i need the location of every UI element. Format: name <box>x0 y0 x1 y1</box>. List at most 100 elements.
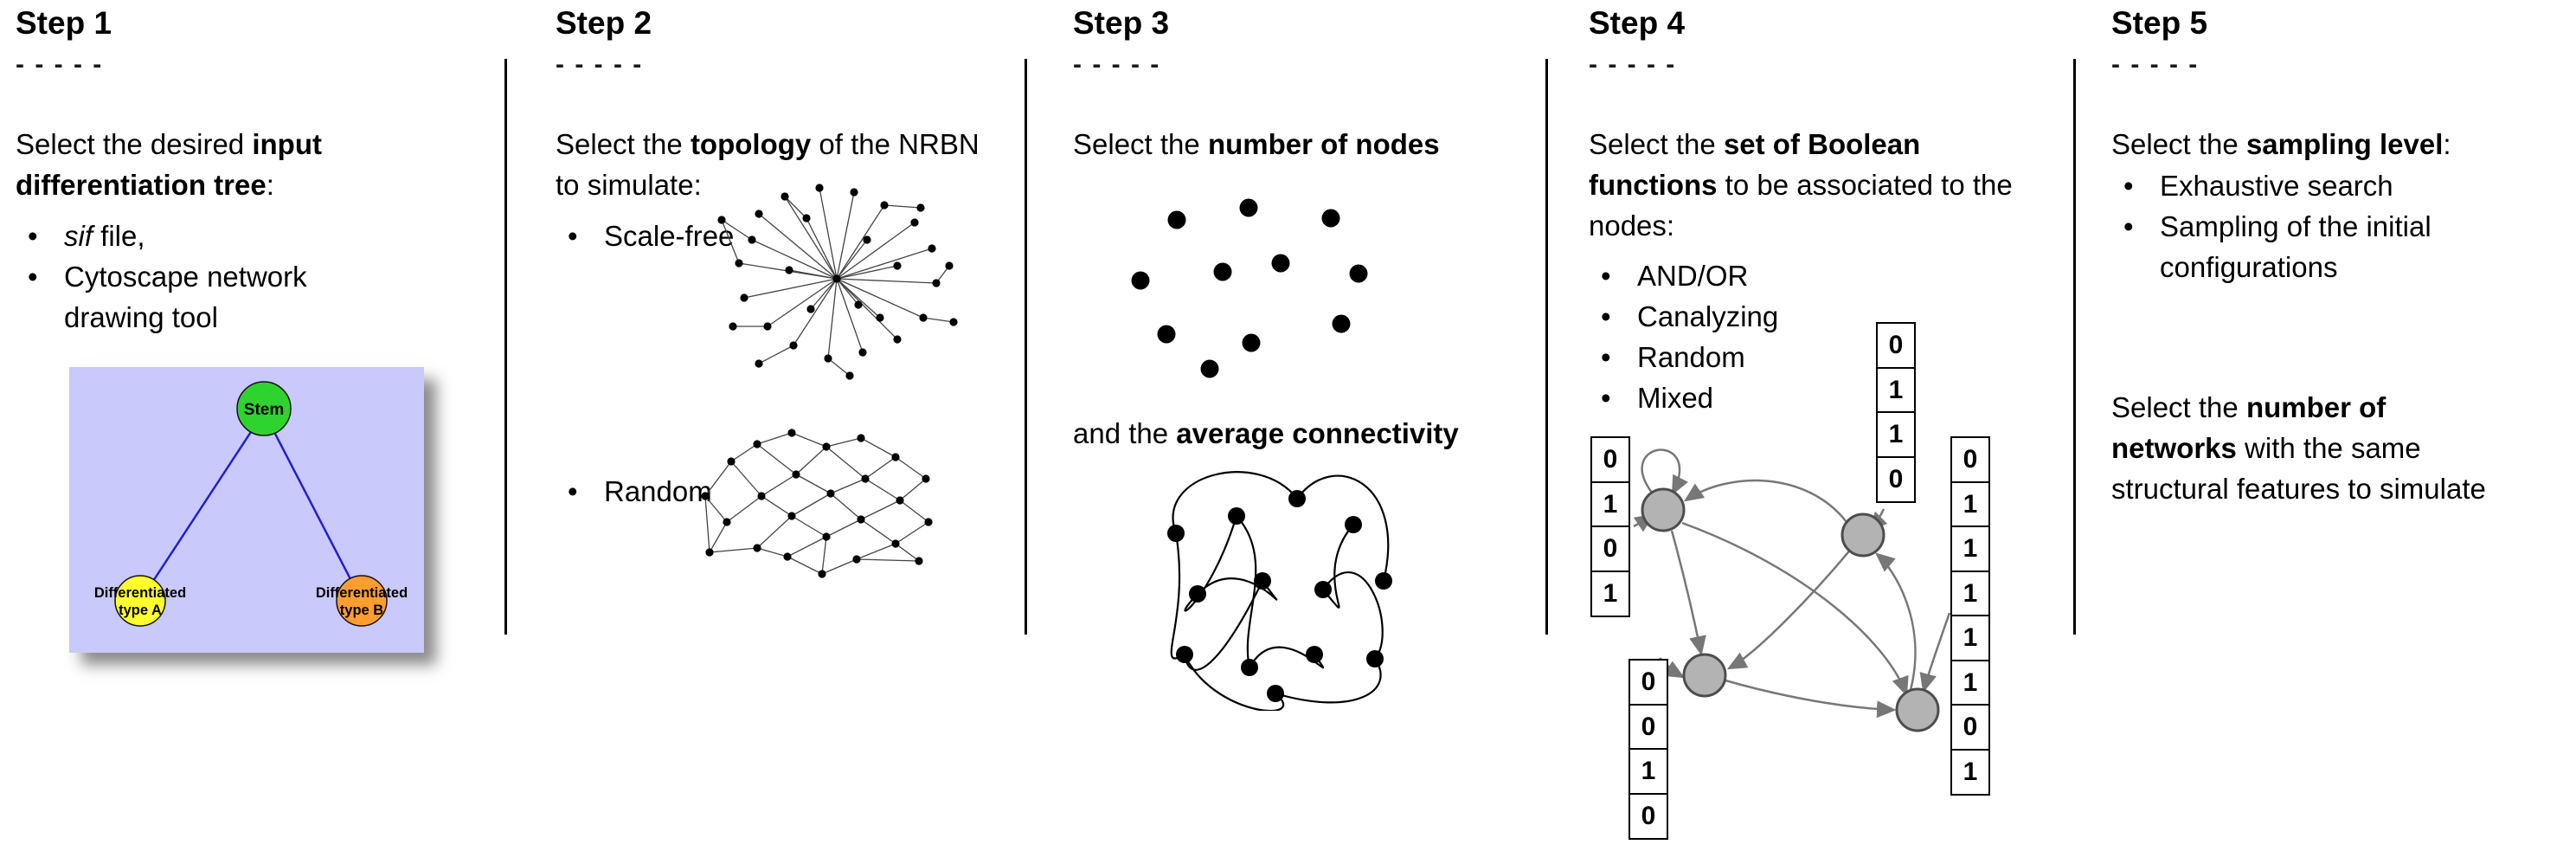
step-3-column: Step 3 - - - - - Select the number of no… <box>1073 0 1536 851</box>
step-2-title: Step 2 <box>556 5 652 41</box>
step-4-bullets: AND/ORCanalyzingRandomMixed <box>1589 256 1935 418</box>
step-2-intro: Select the topology of the NRBN to simul… <box>556 125 988 206</box>
step-5-bullets: Exhaustive searchSampling of the initial… <box>2111 166 2561 288</box>
step-4-column: Step 4 - - - - - Select the set of Boole… <box>1589 0 2065 851</box>
truth-table-cell: 1 <box>1590 570 1630 617</box>
type-b-label-line1: Differentiated <box>316 585 408 601</box>
bullet-sif-file: sif file, <box>16 216 396 257</box>
step-4-intro: Select the set of Boolean functions to b… <box>1589 125 2039 247</box>
type-a-label-line1: Differentiated <box>94 585 186 601</box>
truth-table-cell: 1 <box>1950 748 1990 796</box>
step-5-intro: Select the sampling level: <box>2111 125 2561 165</box>
step-3-intro: Select the number of nodes <box>1073 125 1532 165</box>
sif-italic: sif <box>64 220 93 252</box>
truth-table-cell: 1 <box>1950 570 1990 617</box>
step-2-column: Step 2 - - - - - Select the topology of … <box>556 0 1018 851</box>
truth-table-cell: 0 <box>1628 703 1668 751</box>
step-3-second-text: and the average connectivity <box>1073 414 1532 455</box>
sampling-option: Sampling of the initial configurations <box>2111 207 2561 288</box>
stem-label: Stem <box>244 401 284 419</box>
type-b-label-line2: type B <box>340 603 384 618</box>
step-1-intro: Select the desired input differentiation… <box>16 125 487 206</box>
step-5-intro-bold: sampling level <box>2245 128 2444 160</box>
bullet-random: Random <box>562 472 1025 513</box>
nodes-scatter-figure <box>1131 198 1368 378</box>
truth-table-cell: 1 <box>1950 480 1990 528</box>
step-4-title: Step 4 <box>1589 5 1686 41</box>
type-a-node <box>114 575 166 627</box>
step-2-dashes: - - - - - <box>556 50 644 79</box>
truth-table-cell: 1 <box>1950 659 1990 706</box>
type-b-node <box>336 575 388 627</box>
step-1-dashes: - - - - - <box>16 50 104 79</box>
boolean-function-option: Mixed <box>1589 378 1935 419</box>
step-5-column: Step 5 - - - - - Select the sampling lev… <box>2111 0 2566 851</box>
step-4-intro-bold: set of Boolean functions <box>1589 128 1921 201</box>
step-2-intro-post: of the NRBN to simulate: <box>556 128 980 201</box>
step-5-second-l3: structural features to simulate <box>2111 472 2486 505</box>
divider-2 <box>1025 59 1027 635</box>
connectivity-network-figure <box>1167 471 1392 711</box>
truth-table-cell: 1 <box>1950 615 1990 661</box>
truth-table-cell: 0 <box>1876 322 1916 369</box>
type-a-label-line2: type A <box>119 603 162 618</box>
random-network-figure <box>701 429 933 578</box>
divider-4 <box>2073 59 2076 635</box>
truth-table-cell: 1 <box>1876 411 1916 458</box>
step-1-intro-bold: input differentiation tree <box>16 128 322 201</box>
truth-table-cell: 1 <box>1590 480 1630 528</box>
divider-3 <box>1545 59 1548 635</box>
step-1-title: Step 1 <box>16 5 112 41</box>
step-2-intro-bold: topology <box>690 128 812 160</box>
differentiation-tree-figure: Stem Differentiated type A Differentiate… <box>69 367 424 653</box>
step-5-second-l2-bold: networks <box>2111 431 2237 464</box>
bullet-cytoscape: Cytoscape network drawing tool <box>16 257 396 338</box>
step-4-dashes: - - - - - <box>1589 50 1677 79</box>
boolean-network-graph <box>1633 448 1951 732</box>
scale-free-network-figure <box>717 184 958 380</box>
step-3-dashes: - - - - - <box>1073 50 1161 79</box>
stem-node <box>236 381 292 436</box>
differentiation-tree-svg: Stem Differentiated type A Differentiate… <box>69 367 424 653</box>
step-4-intro-post: to be associated to the nodes: <box>1589 168 2013 242</box>
sif-rest: file, <box>93 220 145 252</box>
step-5-second-l2-post: with the same <box>2236 431 2421 464</box>
step-3-intro-pre: Select the <box>1073 128 1208 160</box>
step-5-dashes: - - - - - <box>2111 50 2200 79</box>
step-5-second-l1-bold: number of <box>2245 391 2386 423</box>
step-5-second-l1-pre: Select the <box>2111 391 2246 423</box>
step-5-intro-post: : <box>2443 128 2451 160</box>
truth-table-cell: 1 <box>1876 366 1916 414</box>
boolean-function-option: AND/OR <box>1589 256 1935 297</box>
boolean-function-option: Random <box>1589 338 1935 378</box>
truth-table-cell: 1 <box>1950 525 1990 572</box>
truth-table-cell: 0 <box>1628 792 1668 840</box>
step-3-second-pre: and the <box>1073 417 1177 449</box>
step-4-intro-pre: Select the <box>1589 128 1724 160</box>
truth-table-cell: 0 <box>1590 436 1630 483</box>
truth-table-cell: 0 <box>1950 436 1990 483</box>
step-3-intro-bold: number of nodes <box>1207 128 1440 160</box>
step-3-second-bold: average connectivity <box>1176 417 1459 449</box>
step-1-intro-pre: Select the desired <box>16 128 253 160</box>
step-1-intro-post: : <box>266 168 274 201</box>
step-3-title: Step 3 <box>1073 5 1170 41</box>
step-2-intro-pre: Select the <box>556 128 691 160</box>
truth-table-cell: 0 <box>1876 455 1916 503</box>
truth-table-cell: 1 <box>1628 748 1668 795</box>
truth-table-cell: 0 <box>1590 525 1630 572</box>
step-5-intro-pre: Select the <box>2111 128 2246 160</box>
tree-edge-a <box>138 411 266 602</box>
truth-table-cell: 0 <box>1628 659 1668 706</box>
boolean-function-option: Canalyzing <box>1589 297 1935 338</box>
step-1-bullets: sif file, Cytoscape network drawing tool <box>16 216 396 338</box>
truth-table-cell: 0 <box>1950 704 1990 751</box>
tree-edge-b <box>262 411 363 602</box>
divider-1 <box>504 59 507 635</box>
bullet-scale-free: Scale-free <box>562 216 1025 257</box>
